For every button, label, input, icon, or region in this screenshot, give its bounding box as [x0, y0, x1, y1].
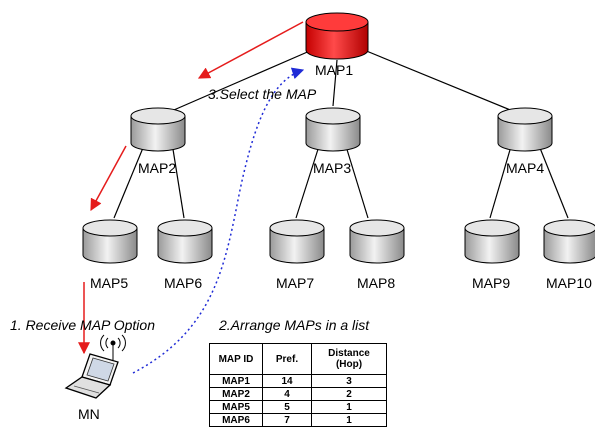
cell-map-id: MAP2 — [209, 387, 263, 401]
table-row: MAP6 7 1 — [209, 413, 387, 427]
cell-distance: 3 — [311, 374, 387, 388]
cell-distance: 2 — [311, 387, 387, 401]
label-map3: MAP3 — [313, 160, 351, 176]
cell-pref: 4 — [262, 387, 312, 401]
label-mn: MN — [78, 406, 100, 422]
edge-map4-map9 — [489, 142, 513, 219]
cell-distance: 1 — [311, 400, 387, 414]
edge-map3-map8 — [344, 142, 369, 219]
table-header-row: MAP ID Pref. Distance (Hop) — [209, 343, 387, 375]
step1-receive-label: 1. Receive MAP Option — [10, 317, 155, 333]
edge-map4-map10 — [537, 142, 569, 219]
label-map9: MAP9 — [472, 275, 510, 291]
edge-map3-map7 — [295, 142, 321, 219]
node-map9 — [464, 219, 520, 264]
cell-pref: 7 — [262, 413, 312, 427]
label-map8: MAP8 — [357, 275, 395, 291]
label-map4: MAP4 — [506, 160, 544, 176]
cell-pref: 5 — [262, 400, 312, 414]
wireless-signal-icon — [100, 334, 126, 360]
table-row: MAP2 4 2 — [209, 387, 387, 401]
label-map7: MAP7 — [276, 275, 314, 291]
node-map2 — [130, 107, 186, 152]
label-map5: MAP5 — [90, 275, 128, 291]
edge-map2-map6 — [171, 142, 185, 219]
edge-map1-map2 — [159, 49, 313, 117]
node-map6 — [157, 219, 213, 264]
node-map5 — [82, 219, 138, 264]
node-map3 — [305, 107, 361, 152]
table-row: MAP5 5 1 — [209, 400, 387, 414]
step3-select-label: 3.Select the MAP — [208, 86, 317, 102]
arrow-map2-to-map5 — [90, 145, 127, 212]
tree-edges — [113, 49, 569, 219]
cell-map-id: MAP5 — [209, 400, 263, 414]
selection-flow-arrows — [78, 21, 304, 355]
laptop-icon — [64, 353, 119, 399]
step2-arrange-label: 2.Arrange MAPs in a list — [218, 317, 370, 333]
cell-distance: 1 — [311, 413, 387, 427]
node-map8 — [349, 219, 405, 264]
edge-map1-map4 — [363, 49, 526, 117]
header-distance: Distance (Hop) — [311, 343, 387, 375]
map-list-table: MAP ID Pref. Distance (Hop) MAP1 14 3 MA… — [209, 343, 387, 427]
cell-pref: 14 — [262, 374, 312, 388]
header-map-id: MAP ID — [209, 343, 263, 375]
edge-map2-map5 — [113, 142, 146, 219]
cell-map-id: MAP6 — [209, 413, 263, 427]
arrow-map1-to-map2 — [197, 21, 304, 79]
select-map-dotted-arrow — [132, 67, 305, 374]
header-pref: Pref. — [262, 343, 312, 375]
label-map2: MAP2 — [138, 160, 176, 176]
label-map10: MAP10 — [546, 275, 592, 291]
label-map6: MAP6 — [164, 275, 202, 291]
node-map10 — [543, 219, 595, 264]
node-map1 — [305, 12, 369, 60]
cell-map-id: MAP1 — [209, 374, 263, 388]
node-map4 — [497, 107, 553, 152]
node-map7 — [269, 219, 325, 264]
table-row: MAP1 14 3 — [209, 374, 387, 388]
label-map1: MAP1 — [315, 62, 353, 78]
edge-map1-map3 — [332, 59, 338, 107]
